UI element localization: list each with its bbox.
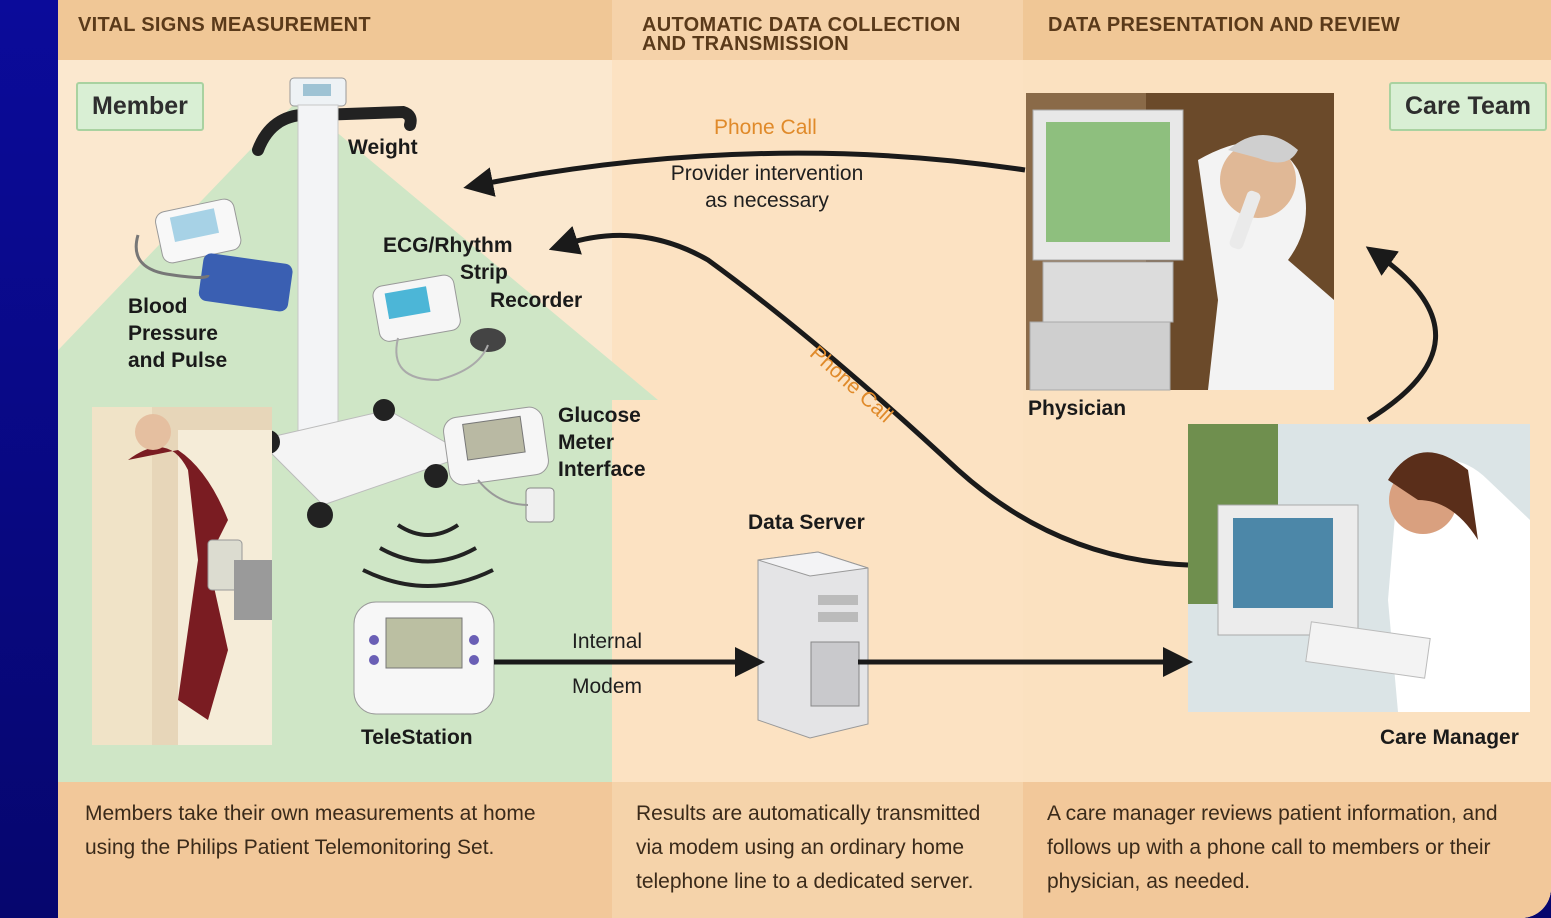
label-provider-intervention-1: Provider intervention — [670, 162, 864, 185]
care-manager-photo — [1188, 424, 1530, 712]
glucose-meter-icon — [443, 406, 555, 523]
footer-text-col1: Members take their own measurements at h… — [85, 802, 536, 859]
label-ecg: ECG/Rhythm — [383, 234, 513, 257]
footer-col3 — [1023, 782, 1551, 918]
header-data-presentation: DATA PRESENTATION AND REVIEW — [1048, 14, 1401, 36]
label-physician: Physician — [1028, 397, 1127, 420]
header-vital-signs: VITAL SIGNS MEASUREMENT — [78, 14, 371, 36]
arrow-phone-call-care-manager — [548, 226, 1189, 568]
member-tag: Member — [76, 82, 204, 131]
footer-col1 — [58, 782, 612, 918]
header-col1 — [58, 0, 612, 60]
label-pressure: Pressure — [128, 322, 218, 345]
label-phone-call-top: Phone Call — [714, 116, 817, 139]
flow-arrows — [463, 150, 1438, 677]
label-strip: Strip — [460, 261, 508, 284]
illustrations — [92, 77, 1530, 745]
diagram-panel: VITAL SIGNS MEASUREMENT AUTOMATIC DATA C… — [58, 0, 1551, 918]
label-telestation: TeleStation — [361, 726, 473, 749]
weight-scale-icon — [252, 77, 470, 528]
header-automatic-data: AUTOMATIC DATA COLLECTION AND TRANSMISSI… — [642, 14, 961, 55]
label-meter: Meter — [558, 431, 615, 454]
label-blood: Blood — [128, 295, 188, 318]
physician-photo — [1026, 93, 1334, 391]
label-recorder: Recorder — [490, 289, 583, 312]
arrow-care-manager-to-physician — [1365, 246, 1438, 423]
label-and-pulse: and Pulse — [128, 349, 228, 372]
label-care-manager: Care Manager — [1380, 726, 1519, 749]
telestation-icon — [353, 601, 495, 715]
label-weight: Weight — [348, 136, 418, 159]
label-modem: Modem — [572, 675, 643, 698]
label-internal: Internal — [572, 630, 643, 653]
footer-text-col3: A care manager reviews patient informati… — [1047, 802, 1498, 893]
header-col3 — [1023, 0, 1551, 60]
ecg-recorder-icon — [372, 274, 506, 382]
blood-pressure-monitor-icon — [134, 198, 293, 312]
label-data-server: Data Server — [748, 511, 865, 534]
footer-text-col2: Results are automatically transmitted vi… — [636, 802, 981, 893]
label-provider-intervention-2: as necessary — [705, 189, 829, 212]
footer-col2 — [612, 782, 1023, 918]
label-glucose: Glucose — [558, 404, 641, 427]
arrow-phone-call-to-member — [463, 150, 1026, 197]
label-interface: Interface — [558, 458, 646, 481]
data-server-icon — [757, 551, 869, 739]
care-team-tag: Care Team — [1389, 82, 1547, 131]
member-photo — [92, 407, 272, 745]
header-col2 — [612, 0, 1023, 60]
wireless-signal-icon — [362, 523, 494, 588]
